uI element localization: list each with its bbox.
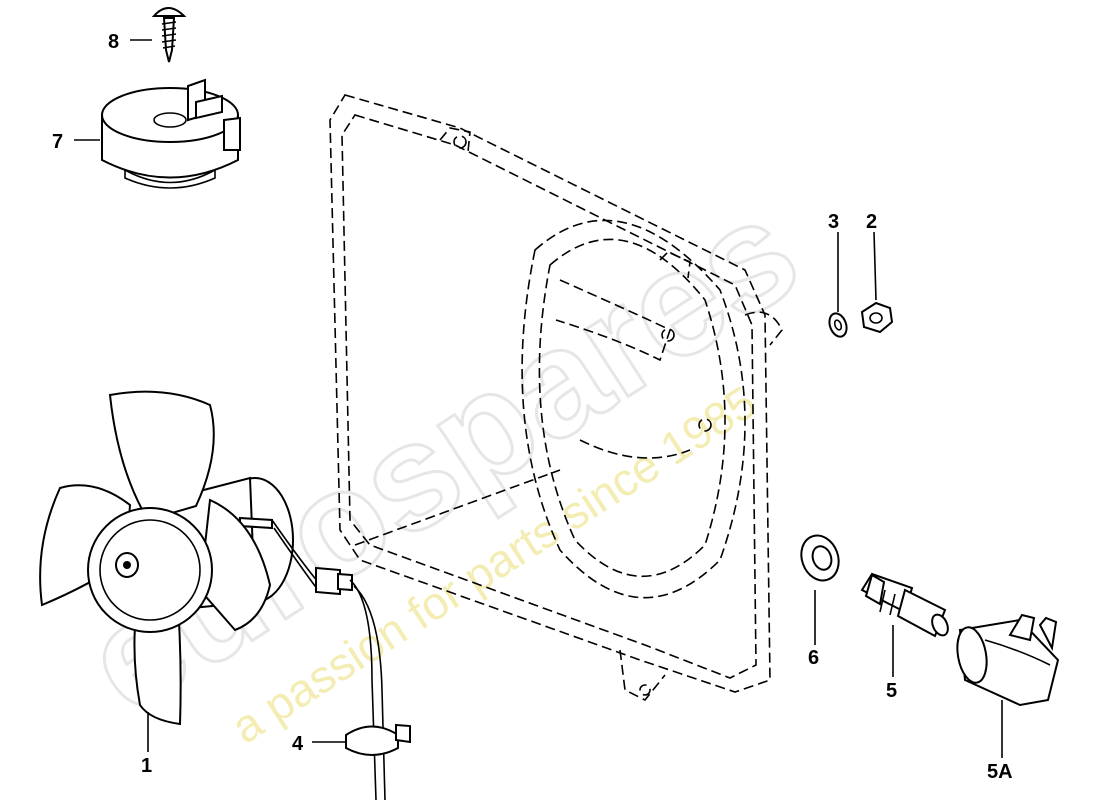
callout-8: 8 <box>108 31 119 53</box>
fan-shroud <box>329 94 783 702</box>
part-1-fan-motor[interactable] <box>39 390 294 726</box>
part-8-screw[interactable] <box>151 7 187 63</box>
callout-6: 6 <box>808 647 819 669</box>
part-5-thermo-switch[interactable] <box>860 572 951 638</box>
callout-1: 1 <box>141 755 152 777</box>
part-2-nut[interactable] <box>860 301 894 334</box>
callout-labels: 8 7 3 2 1 4 6 5 5A <box>52 31 1013 783</box>
callout-7: 7 <box>52 131 63 153</box>
callout-2: 2 <box>866 211 877 233</box>
part-5a-connector-boot[interactable] <box>953 613 1060 707</box>
part-7-switch[interactable] <box>101 78 241 189</box>
callout-3: 3 <box>828 211 839 233</box>
part-4-cable-clip[interactable] <box>271 519 411 800</box>
leader-lines <box>74 39 1003 758</box>
callout-5: 5 <box>886 680 897 702</box>
callout-5a: 5A <box>987 761 1013 783</box>
part-6-seal-ring[interactable] <box>795 530 845 586</box>
part-3-washer[interactable] <box>826 311 849 339</box>
callout-4: 4 <box>292 733 304 755</box>
